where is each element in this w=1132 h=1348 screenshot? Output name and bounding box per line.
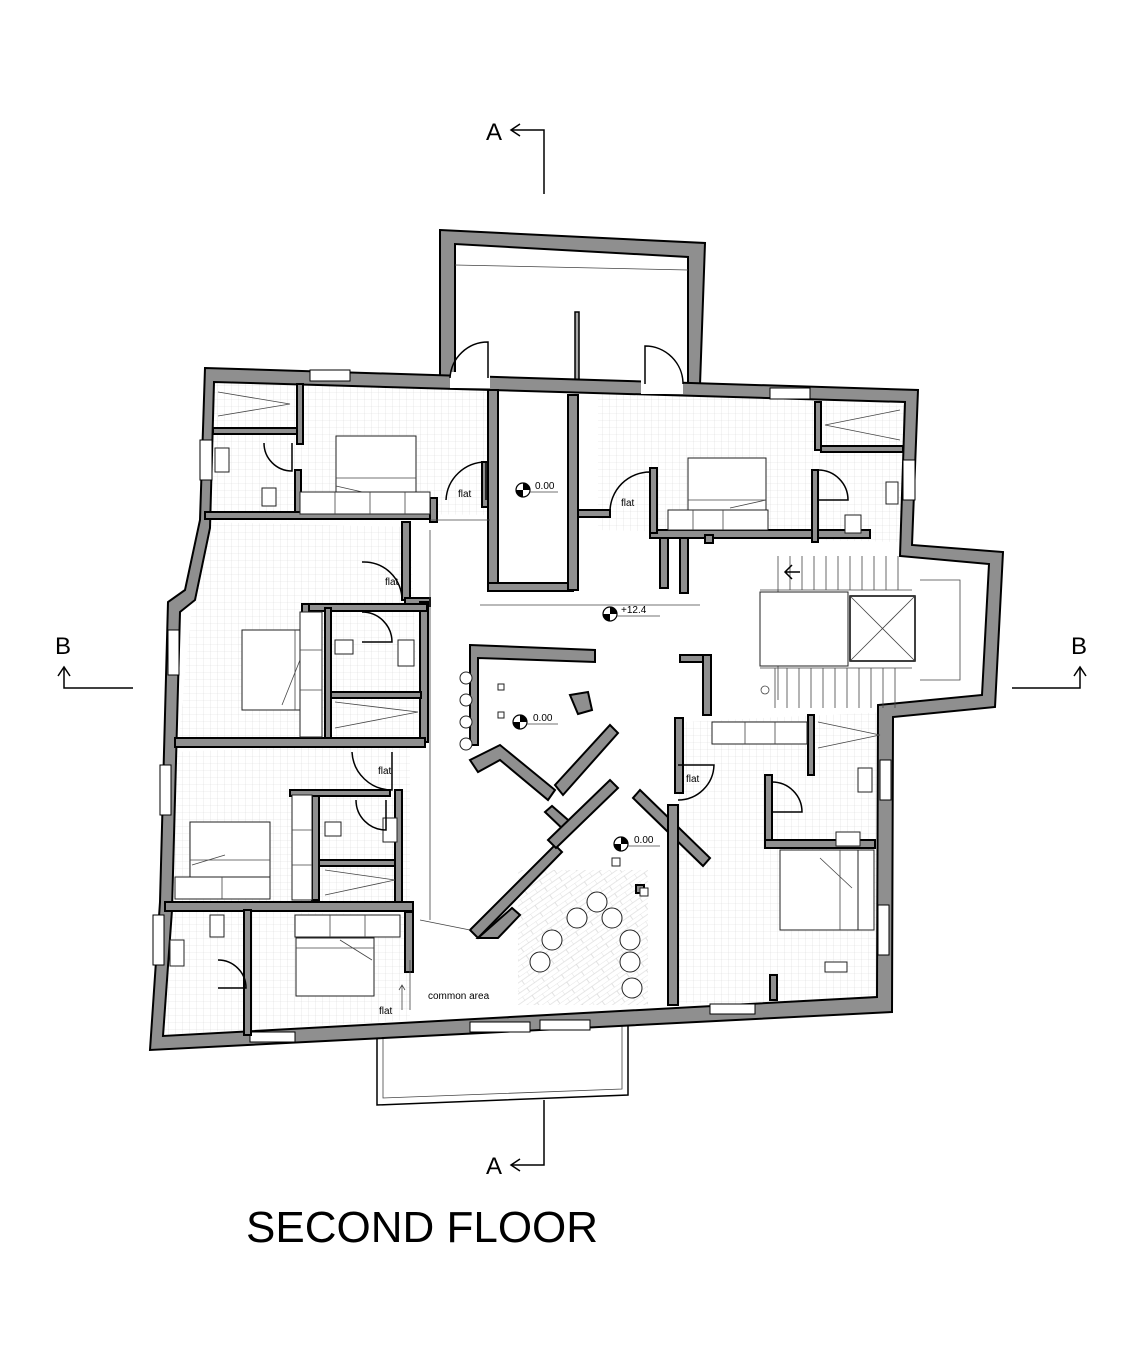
section-letter: B: [1071, 633, 1087, 660]
balcony-bottom: [376, 1020, 629, 1106]
bed: [295, 937, 375, 997]
level-marker-hall: +12.4: [602, 605, 660, 622]
level-label: 0.00: [533, 713, 553, 724]
balcony-top: [439, 228, 707, 386]
section-marker-b-left: B: [55, 633, 133, 689]
level-marker-lower-core: 0.00: [613, 835, 660, 852]
level-label: 0.00: [535, 481, 555, 492]
section-letter: A: [486, 1153, 502, 1180]
section-marker-a-bottom: A: [486, 1100, 545, 1180]
bed: [335, 435, 417, 497]
balcony-doors: [449, 341, 684, 385]
room-label-flat: flat: [378, 766, 392, 777]
wardrobes: [174, 491, 875, 973]
section-marker-a-top: A: [486, 119, 545, 194]
room-label-flat: flat: [621, 498, 635, 509]
drawing-title: SECOND FLOOR: [246, 1203, 598, 1252]
room-label-common-area: common area: [428, 991, 490, 1002]
level-label: +12.4: [621, 605, 647, 616]
bath-fixtures: [169, 391, 901, 967]
planters: [529, 891, 643, 999]
level-marker-center-core: 0.00: [512, 713, 558, 730]
exterior-wall: [148, 366, 1005, 1052]
bed: [779, 849, 859, 931]
level-label: 0.00: [634, 835, 654, 846]
interior-walls: [164, 383, 904, 1036]
level-marker-top-shaft: 0.00: [515, 481, 558, 498]
section-letter: B: [55, 633, 71, 660]
room-label-flat: flat: [686, 774, 700, 785]
interior-doors: [217, 442, 849, 989]
elevator: [849, 579, 961, 681]
bed: [189, 821, 271, 878]
bed: [687, 457, 767, 517]
room-label-flat: flat: [385, 577, 399, 588]
section-marker-b-right: B: [1012, 633, 1087, 689]
section-letter: A: [486, 119, 502, 146]
room-label-flat: flat: [379, 1006, 393, 1017]
common-area-details: [398, 519, 700, 1010]
room-label-flat: flat: [458, 489, 472, 500]
staircase: [759, 556, 912, 708]
